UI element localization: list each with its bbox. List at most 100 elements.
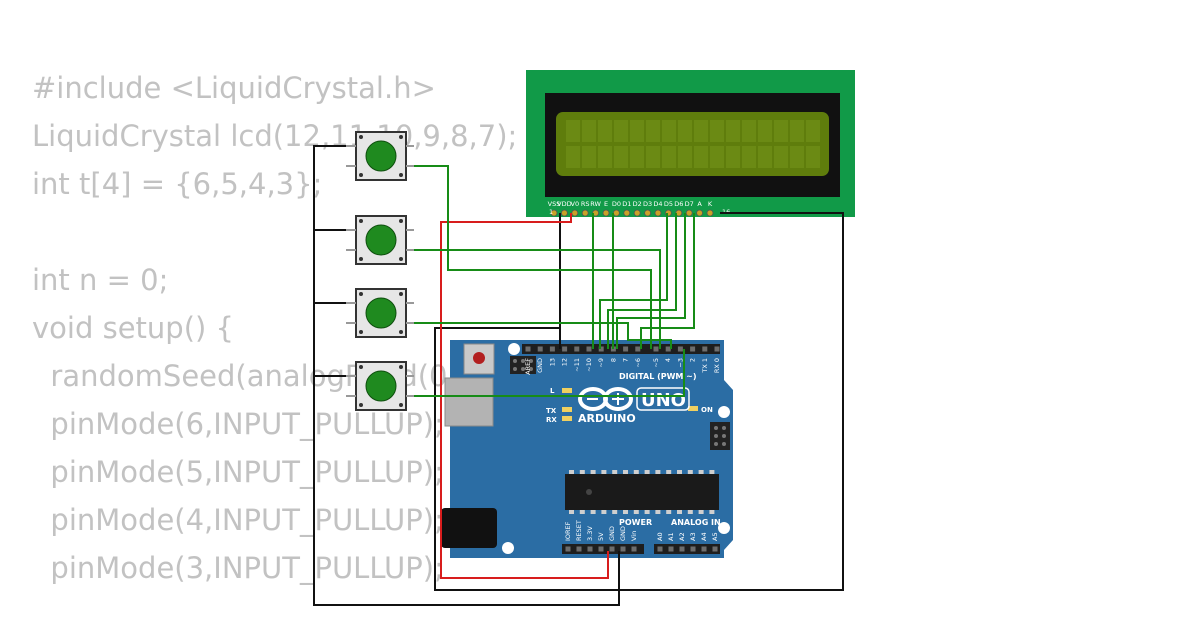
lcd-pin[interactable]	[644, 209, 651, 217]
analog-pin[interactable]	[668, 546, 674, 552]
lcd-cell	[582, 146, 596, 168]
digital-header	[522, 344, 720, 354]
digital-pin-label: ~9	[597, 358, 605, 368]
code-line: LiquidCrystal lcd(12,11,10,9,8,7);	[32, 119, 518, 153]
chip-pin	[687, 470, 693, 474]
chip-pin	[579, 470, 585, 474]
wires	[313, 145, 844, 606]
code-line: #include <LiquidCrystal.h>	[32, 71, 436, 105]
lcd-pin[interactable]	[602, 209, 610, 217]
chip-pin	[623, 510, 628, 514]
board-brand: ARDUINO	[578, 412, 636, 425]
power-pin-label: 3.3V	[586, 526, 594, 541]
digital-pin[interactable]	[690, 346, 696, 352]
lcd-cell	[774, 120, 788, 142]
lcd-pin-label: D5	[664, 200, 673, 208]
wire-lcd-d7	[640, 213, 695, 349]
lcd-cell	[678, 120, 692, 142]
lcd-pin[interactable]	[685, 209, 693, 217]
power-pin[interactable]	[565, 546, 571, 552]
led-on-label: ON	[701, 406, 713, 414]
digital-pin[interactable]	[653, 346, 659, 352]
push-button-2[interactable]	[346, 215, 414, 265]
code-line: pinMode(5,INPUT_PULLUP);	[32, 455, 444, 489]
digital-pin-label: AREF	[524, 358, 532, 375]
mounting-hole	[718, 406, 730, 418]
lcd-pin[interactable]	[581, 209, 589, 217]
chip-pin	[698, 510, 704, 514]
chip-pin	[677, 470, 682, 474]
lcd-pin[interactable]	[633, 209, 641, 217]
push-button-1[interactable]	[346, 131, 414, 181]
digital-pin[interactable]	[562, 346, 568, 352]
digital-pin[interactable]	[702, 346, 708, 352]
analog-pin[interactable]	[712, 546, 718, 552]
lcd-pin[interactable]	[571, 209, 579, 217]
mounting-hole	[502, 542, 514, 554]
analog-pin[interactable]	[657, 546, 663, 552]
lcd-cell	[806, 146, 820, 168]
power-pin[interactable]	[620, 546, 626, 552]
chip-pin	[698, 470, 704, 474]
power-pin-label: GND	[608, 526, 616, 541]
digital-pin[interactable]	[714, 346, 720, 352]
lcd-pin[interactable]	[550, 209, 558, 217]
power-pin[interactable]	[576, 546, 582, 552]
digital-pin[interactable]	[537, 346, 543, 352]
digital-pin-label: TX 1	[701, 358, 709, 374]
power-pin[interactable]	[631, 546, 637, 552]
lcd-cell	[646, 146, 660, 168]
digital-pin[interactable]	[525, 346, 531, 352]
lcd-pin[interactable]	[696, 209, 703, 217]
digital-pin[interactable]	[549, 346, 555, 352]
lcd-pin-label: A	[697, 200, 702, 208]
arduino-logo-icon	[578, 387, 633, 411]
digital-pin[interactable]	[635, 346, 641, 352]
led-rx-label: RX	[546, 416, 557, 424]
lcd-pin-label: D1	[622, 200, 631, 208]
lcd-pin-label: V0	[571, 200, 580, 208]
digital-pin[interactable]	[574, 346, 580, 352]
chip-pins	[569, 470, 715, 514]
analog-pin[interactable]	[679, 546, 685, 552]
analog-pin-label: A3	[689, 532, 697, 541]
push-button-4[interactable]	[346, 361, 414, 411]
analog-pin-label: A2	[678, 532, 686, 541]
lcd-cell	[582, 120, 596, 142]
power-pin[interactable]	[587, 546, 593, 552]
chip-notch	[586, 489, 592, 495]
lcd-pin[interactable]	[561, 209, 568, 217]
digital-pin[interactable]	[598, 346, 604, 352]
chip-pin	[655, 470, 661, 474]
chip-pin	[644, 470, 650, 474]
lcd-pin[interactable]	[623, 209, 631, 217]
lcd-cell	[742, 120, 756, 142]
lcd-pin[interactable]	[613, 209, 620, 217]
lcd-cell	[694, 146, 708, 168]
power-pin[interactable]	[598, 546, 604, 552]
lcd-pin-header	[550, 209, 714, 217]
code-line: pinMode(4,INPUT_PULLUP);	[32, 503, 444, 537]
digital-pin[interactable]	[677, 346, 683, 352]
lcd-pin[interactable]	[706, 209, 714, 217]
analog-pin[interactable]	[690, 546, 696, 552]
code-line: int n = 0;	[32, 263, 169, 297]
digital-pin[interactable]	[586, 346, 592, 352]
lcd-cell	[726, 120, 740, 142]
power-pin[interactable]	[609, 546, 615, 552]
chip-pin	[569, 510, 574, 514]
lcd-cell	[710, 146, 724, 168]
lcd-cell	[726, 146, 740, 168]
analog-pin[interactable]	[701, 546, 707, 552]
usb-connector	[444, 377, 494, 427]
code-line: void setup() {	[32, 311, 234, 345]
chip-pin	[655, 510, 661, 514]
push-button-3[interactable]	[346, 288, 414, 338]
digital-pin[interactable]	[665, 346, 671, 352]
digital-pin[interactable]	[623, 346, 629, 352]
lcd-pin[interactable]	[654, 209, 662, 217]
lcd-cell	[694, 120, 708, 142]
